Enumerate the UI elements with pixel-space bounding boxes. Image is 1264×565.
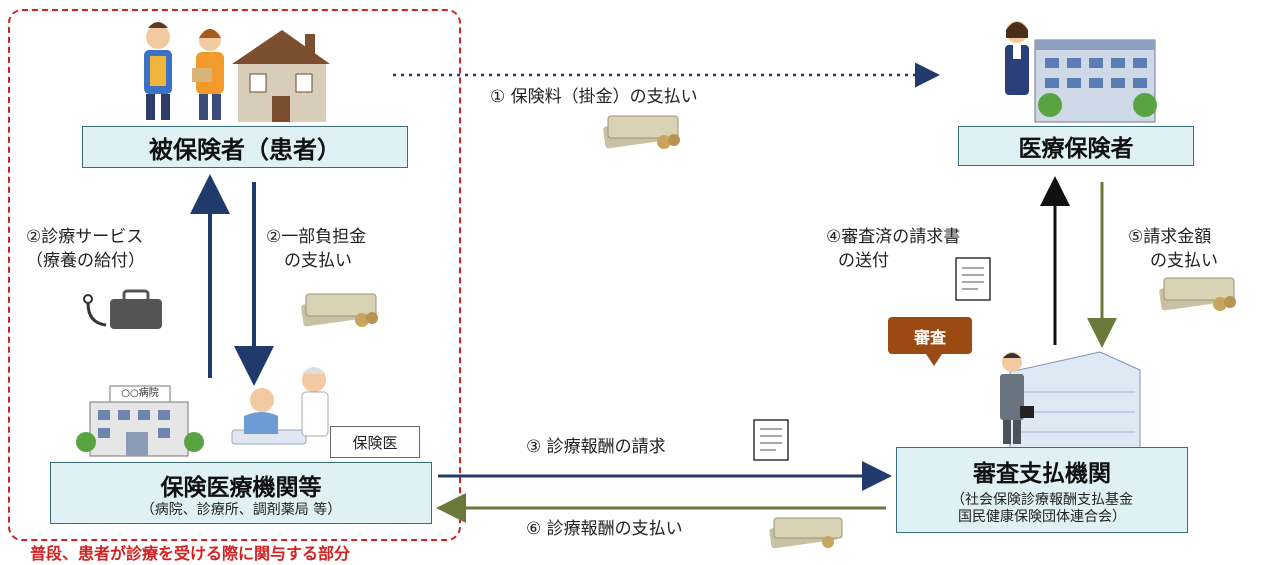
insured-node: 被保険者（患者） [82,126,408,168]
doctor-badge: 保険医 [330,426,420,458]
medical-service-label-line1: ②診療サービス [26,227,144,247]
medical-service-label-line2: （療養の給付） [26,251,145,271]
review-subtitle-line1: （社会保険診療報酬支払基金 [951,492,1133,508]
money-icon [603,115,680,149]
review-tag: 審査 [888,317,972,366]
house-icon [232,30,330,122]
reviewed-bill-label-line1: ④審査済の請求書 [826,227,961,247]
review-title: 審査支払機関 [973,461,1111,487]
doctor-patient-icon [231,367,329,445]
patient-scope-caption: 普段、患者が診療を受ける際に関与する部分 [30,544,351,563]
insured-title: 被保険者（患者） [149,135,341,164]
stethoscope-bag-icon [83,289,162,329]
review-subtitle-line2: 国民健康保険団体連合会） [958,509,1126,525]
claim-label: ③ 診療報酬の請求 [526,437,666,457]
copay-label-line1: ②一部負担金 [266,227,367,247]
businessman-icon [1000,352,1034,444]
money-icon [1159,277,1236,311]
provider-subtitle: （病院、診療所、調剤薬局 等） [140,501,342,518]
money-icon [769,517,843,549]
copay-label-line2: の支払い [284,251,352,271]
document-icon [753,419,789,461]
review-building-icon [1009,351,1141,449]
patient-scope-region [8,9,461,541]
provider-title: 保険医療機関等 [160,474,322,501]
claim-amount-label-line2: の支払い [1150,251,1218,271]
hospital-sign: ○○病院 [121,388,159,399]
provider-node: 保険医療機関等 （病院、診療所、調剤薬局 等） [50,462,432,524]
family-icon [144,22,224,120]
claim-amount-label-line1: ⑤請求金額 [1128,227,1212,247]
reviewed-bill-label-line2: の送付 [838,251,889,271]
money-icon [301,293,378,327]
insurer-title: 医療保険者 [1018,136,1134,162]
hospital-building-icon [76,385,204,457]
premium-payment-label: ① 保険料（掛金）の支払い [490,87,698,107]
document-icon [955,257,991,301]
fee-payment-label: ⑥ 診療報酬の支払い [526,519,683,539]
review-node: 審査支払機関 （社会保険診療報酬支払基金 国民健康保険団体連合会） [896,447,1188,533]
insurer-node: 医療保険者 [958,126,1194,166]
receptionist-icon [1005,21,1029,95]
office-building-icon [1034,39,1157,123]
